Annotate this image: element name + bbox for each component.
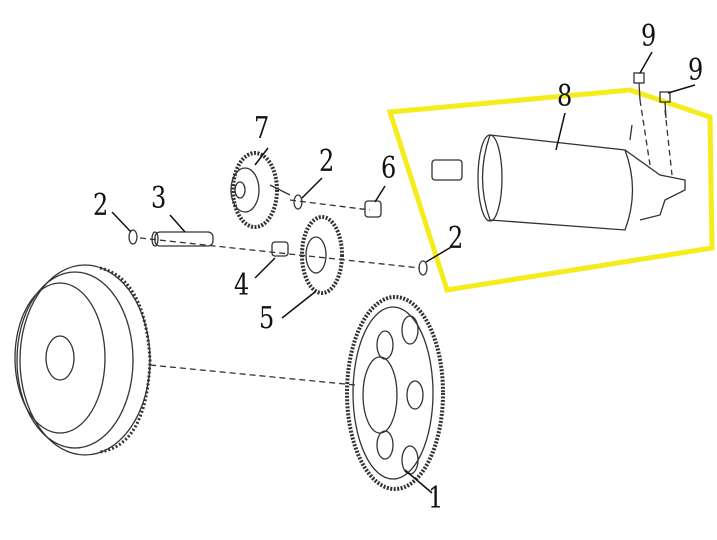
callout-7: 7 [254,111,270,146]
idle-gear-5 [300,215,344,295]
washer-2b [128,229,138,245]
callout-4: 4 [234,268,250,303]
callout-6: 6 [381,151,397,186]
callout-8: 8 [557,79,573,114]
callout-2b: 2 [93,188,109,223]
assembly-lines [139,99,673,386]
callout-9a: 9 [641,19,657,54]
callout-9b: 9 [688,53,704,88]
starter-motor-8 [431,124,686,231]
washer-2c [418,260,428,276]
bolts-9 [633,72,671,119]
washer-2a [293,194,303,210]
highlight-box-starter-motor [386,87,715,293]
bushing-6 [364,200,382,218]
callout-5: 5 [259,301,275,336]
idle-gear-7 [230,151,291,229]
callout-2a: 2 [319,144,335,179]
callout-1: 1 [428,481,444,516]
shaft-3 [151,231,214,247]
starter-driven-gear-1 [345,295,445,491]
leader-lines [111,51,696,494]
bushing-4 [271,241,289,257]
flywheel [14,264,152,456]
callout-2c: 2 [448,221,464,256]
callout-3: 3 [151,181,167,216]
